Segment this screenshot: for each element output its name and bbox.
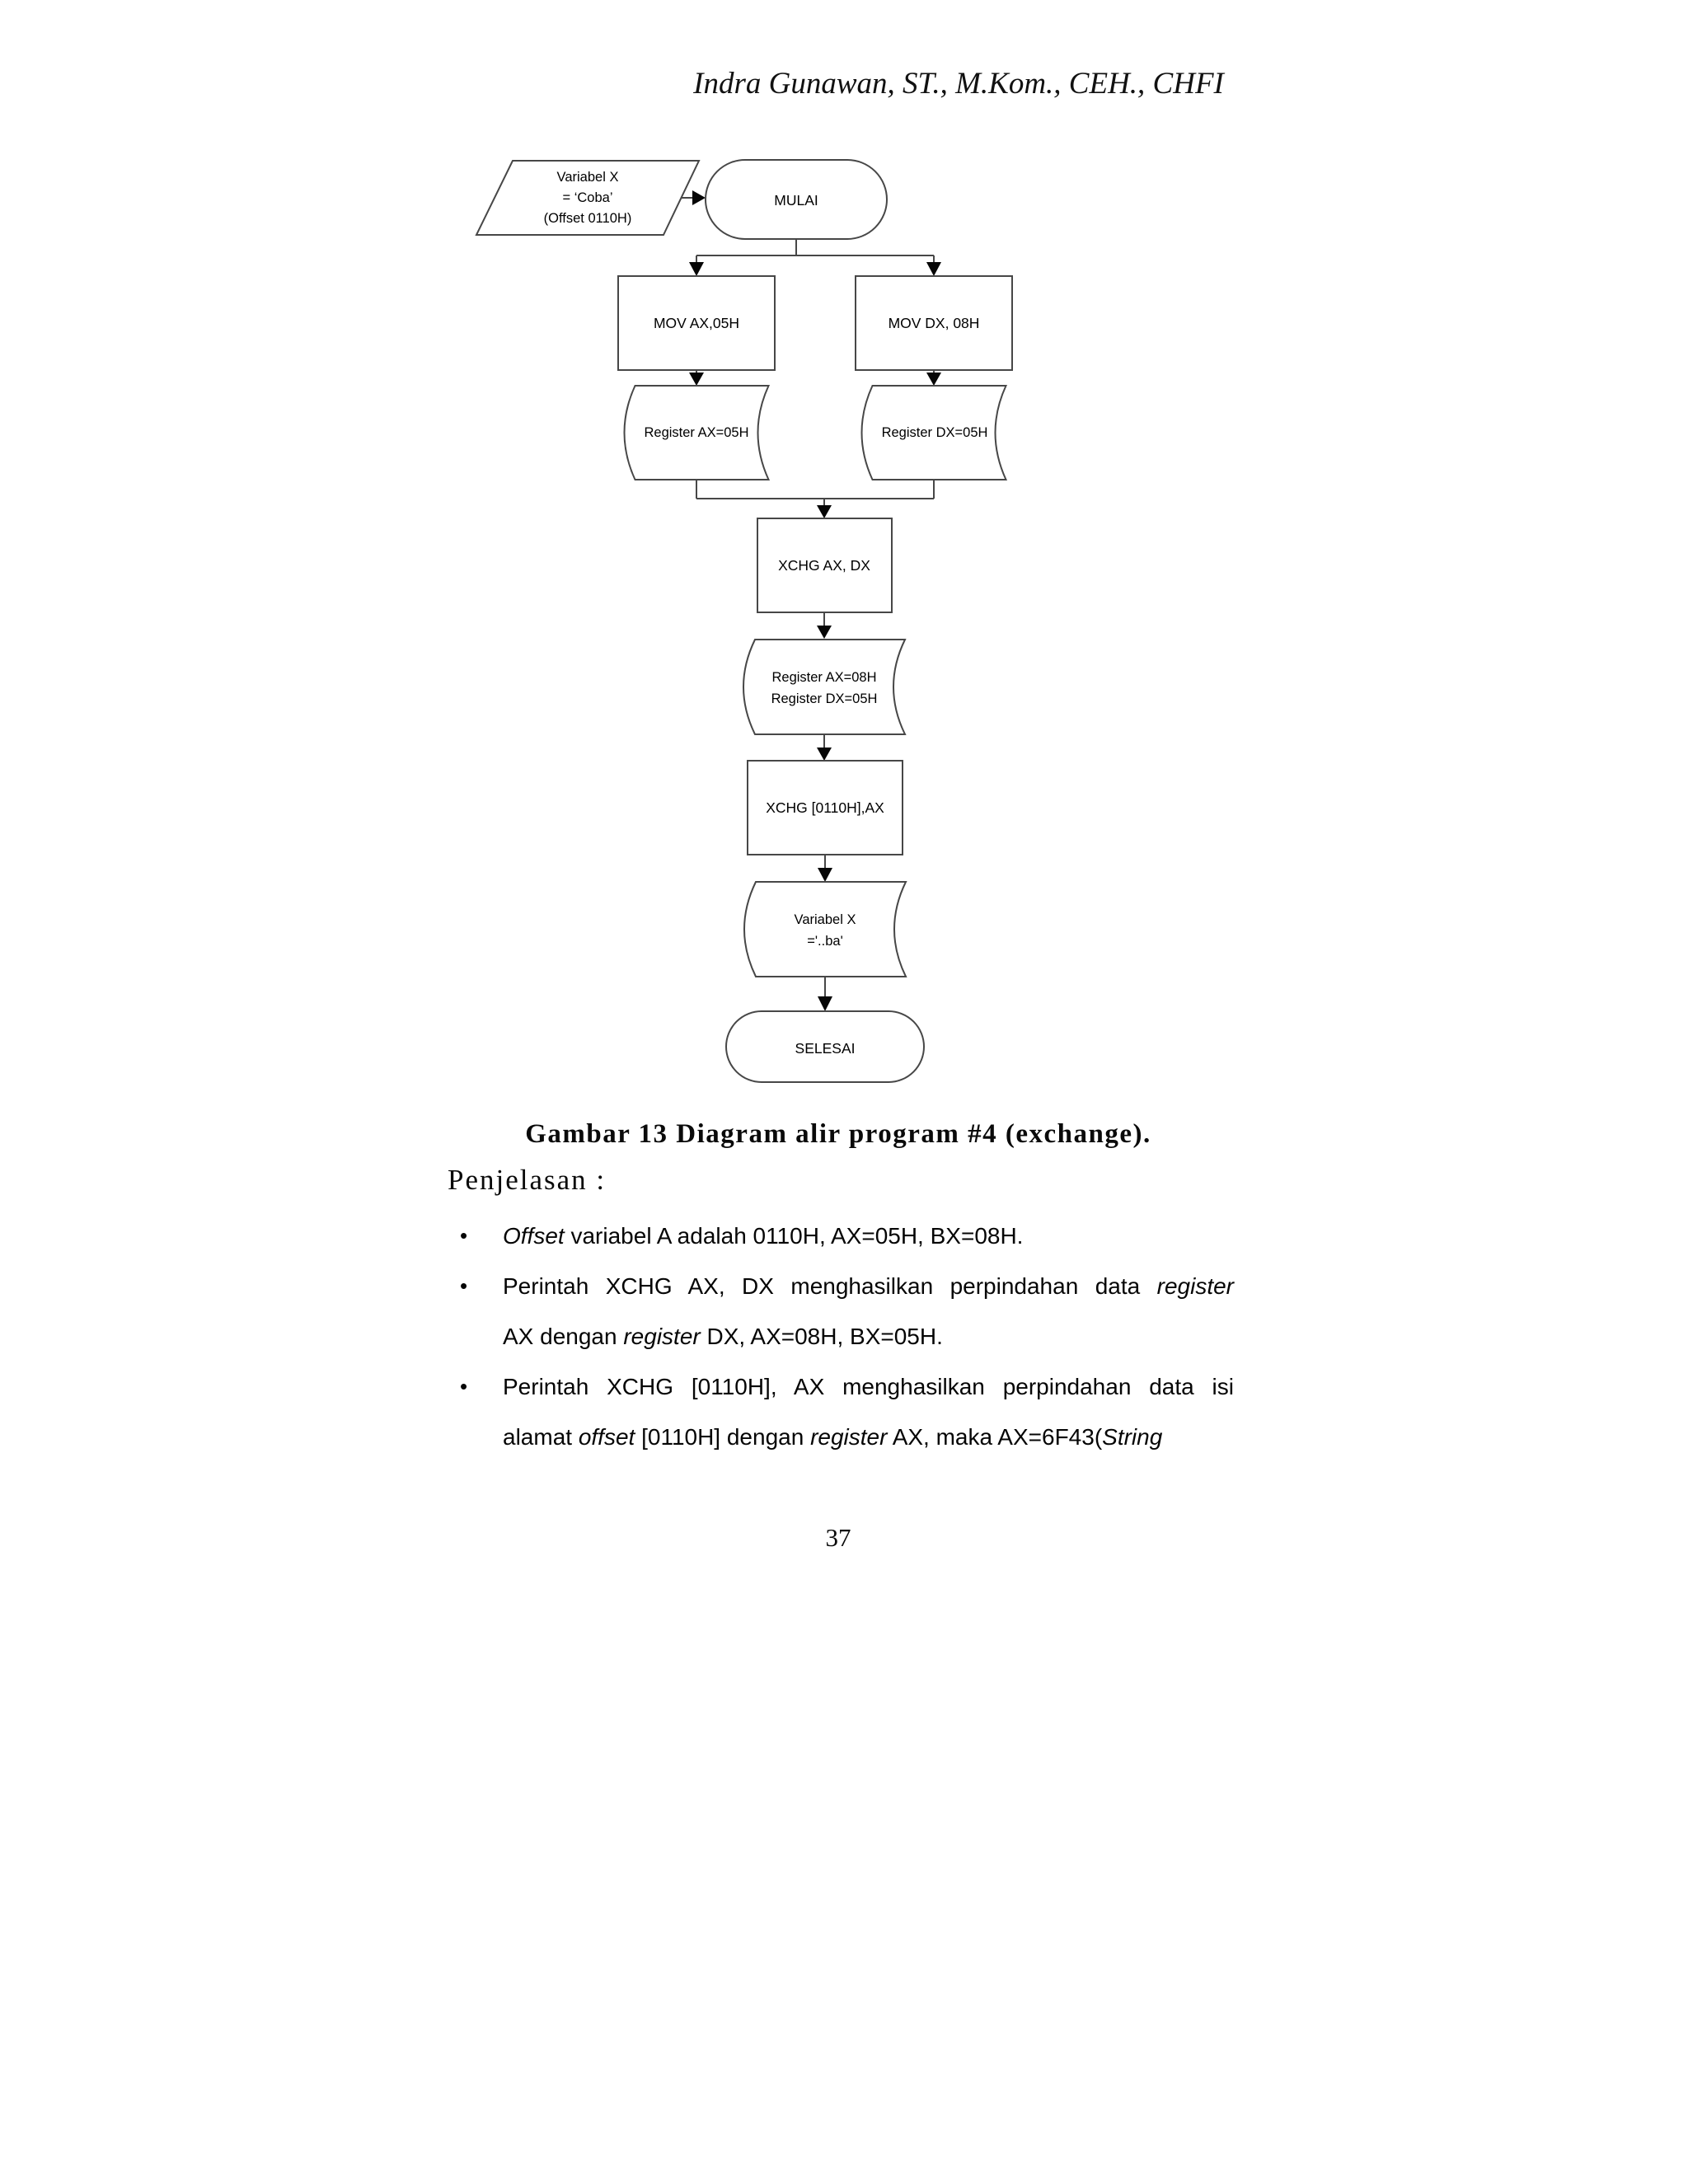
- bullet-line: • Offset variabel A adalah 0110H, AX=05H,…: [460, 1211, 1234, 1261]
- node-reg-ax-05: Register AX=05H: [623, 385, 771, 480]
- node-input-variabel: Variabel X = ‘Coba’ (Offset 0110H): [475, 160, 701, 236]
- text-segment: AX dengan: [503, 1324, 624, 1349]
- node-reg-dx-05: Register DX=05H: [860, 385, 1008, 480]
- node-label: Variabel X: [557, 170, 619, 185]
- text-segment: DX, AX=08H, BX=05H.: [700, 1324, 943, 1349]
- node-xchg-ax-dx: XCHG AX, DX: [757, 518, 893, 613]
- text-segment: AX, maka AX=6F43(: [887, 1424, 1103, 1450]
- page-number: 37: [825, 1523, 851, 1552]
- node-label: Register DX=05H: [771, 691, 878, 706]
- edge-merge-to-xchg: [696, 480, 935, 518]
- text-segment: Offset: [503, 1223, 565, 1249]
- node-label: Register AX=08H: [771, 670, 876, 685]
- edge-out-to-end: [818, 977, 832, 1011]
- text-segment: register: [810, 1424, 888, 1450]
- text-segment: register: [1156, 1273, 1234, 1299]
- text-segment: variabel A adalah 0110H, AX=05H, BX=08H.: [564, 1223, 1024, 1249]
- text-segment: Perintah XCHG [0110H], AX menghasilkan p…: [503, 1374, 1234, 1399]
- text-segment: offset: [578, 1424, 635, 1450]
- node-label: XCHG AX, DX: [778, 557, 870, 574]
- node-label: MOV AX,05H: [654, 315, 739, 331]
- node-label: XCHG [0110H],AX: [766, 799, 884, 816]
- flowchart-figure: Variabel X = ‘Coba’ (Offset 0110H) MULAI…: [475, 159, 1013, 1083]
- text-segment: alamat: [503, 1424, 579, 1450]
- bullet-dot: •: [460, 1374, 468, 1399]
- node-label: SELESAI: [795, 1040, 856, 1057]
- edge-xchg-mem-to-out: [818, 855, 832, 882]
- bullet-item: • Perintah XCHG [0110H], AX menghasilkan …: [460, 1361, 1234, 1462]
- node-label: Variabel X: [795, 912, 856, 927]
- bullet-item: • Perintah XCHG AX, DX menghasilkan perpi…: [460, 1261, 1234, 1361]
- node-end: SELESAI: [725, 1010, 925, 1083]
- node-start: MULAI: [705, 159, 888, 240]
- bullet-line: • Perintah XCHG [0110H], AX menghasilkan …: [460, 1361, 1234, 1412]
- node-label: (Offset 0110H): [544, 211, 632, 226]
- page-header-author: Indra Gunawan, ST., M.Kom., CEH., CHFI: [693, 67, 1224, 101]
- bullet-line: alamat offset [0110H] dengan register AX…: [503, 1412, 1234, 1462]
- node-label: Register DX=05H: [882, 425, 988, 440]
- text-segment: register: [623, 1324, 701, 1349]
- node-reg-after: Register AX=08H Register DX=05H: [743, 639, 907, 735]
- edge-mov-dx-to-reg: [926, 370, 941, 386]
- node-label: = ‘Coba’: [563, 190, 613, 205]
- node-label: ='..ba': [807, 934, 842, 949]
- edge-mov-ax-to-reg: [689, 370, 704, 386]
- edge-input-to-start: [682, 190, 706, 205]
- node-mov-dx: MOV DX, 08H: [855, 275, 1013, 371]
- text-segment: [0110H] dengan: [635, 1424, 811, 1450]
- edge-start-split: [689, 239, 941, 276]
- explanation-bullets: • Offset variabel A adalah 0110H, AX=05H,…: [460, 1211, 1234, 1462]
- bullet-dot: •: [460, 1273, 468, 1298]
- bullet-dot: •: [460, 1223, 468, 1248]
- node-label: MULAI: [774, 192, 818, 209]
- node-label: Register AX=05H: [644, 425, 748, 440]
- text-segment: String: [1102, 1424, 1163, 1450]
- explanation-heading: Penjelasan :: [448, 1164, 607, 1196]
- edge-xchg-to-reg-after: [817, 612, 832, 639]
- bullet-item: • Offset variabel A adalah 0110H, AX=05H,…: [460, 1211, 1234, 1261]
- node-xchg-mem: XCHG [0110H],AX: [747, 760, 903, 855]
- node-mov-ax: MOV AX,05H: [617, 275, 776, 371]
- edge-reg-after-to-xchg-mem: [817, 734, 832, 761]
- text-segment: Perintah XCHG AX, DX menghasilkan perpin…: [503, 1273, 1157, 1299]
- node-out-variabel: Variabel X ='..ba': [743, 881, 907, 977]
- node-label: MOV DX, 08H: [889, 315, 980, 331]
- bullet-line: • Perintah XCHG AX, DX menghasilkan perpi…: [460, 1261, 1234, 1311]
- figure-caption: Gambar 13 Diagram alir program #4 (excha…: [525, 1119, 1151, 1149]
- bullet-line: AX dengan register DX, AX=08H, BX=05H.: [503, 1311, 1234, 1361]
